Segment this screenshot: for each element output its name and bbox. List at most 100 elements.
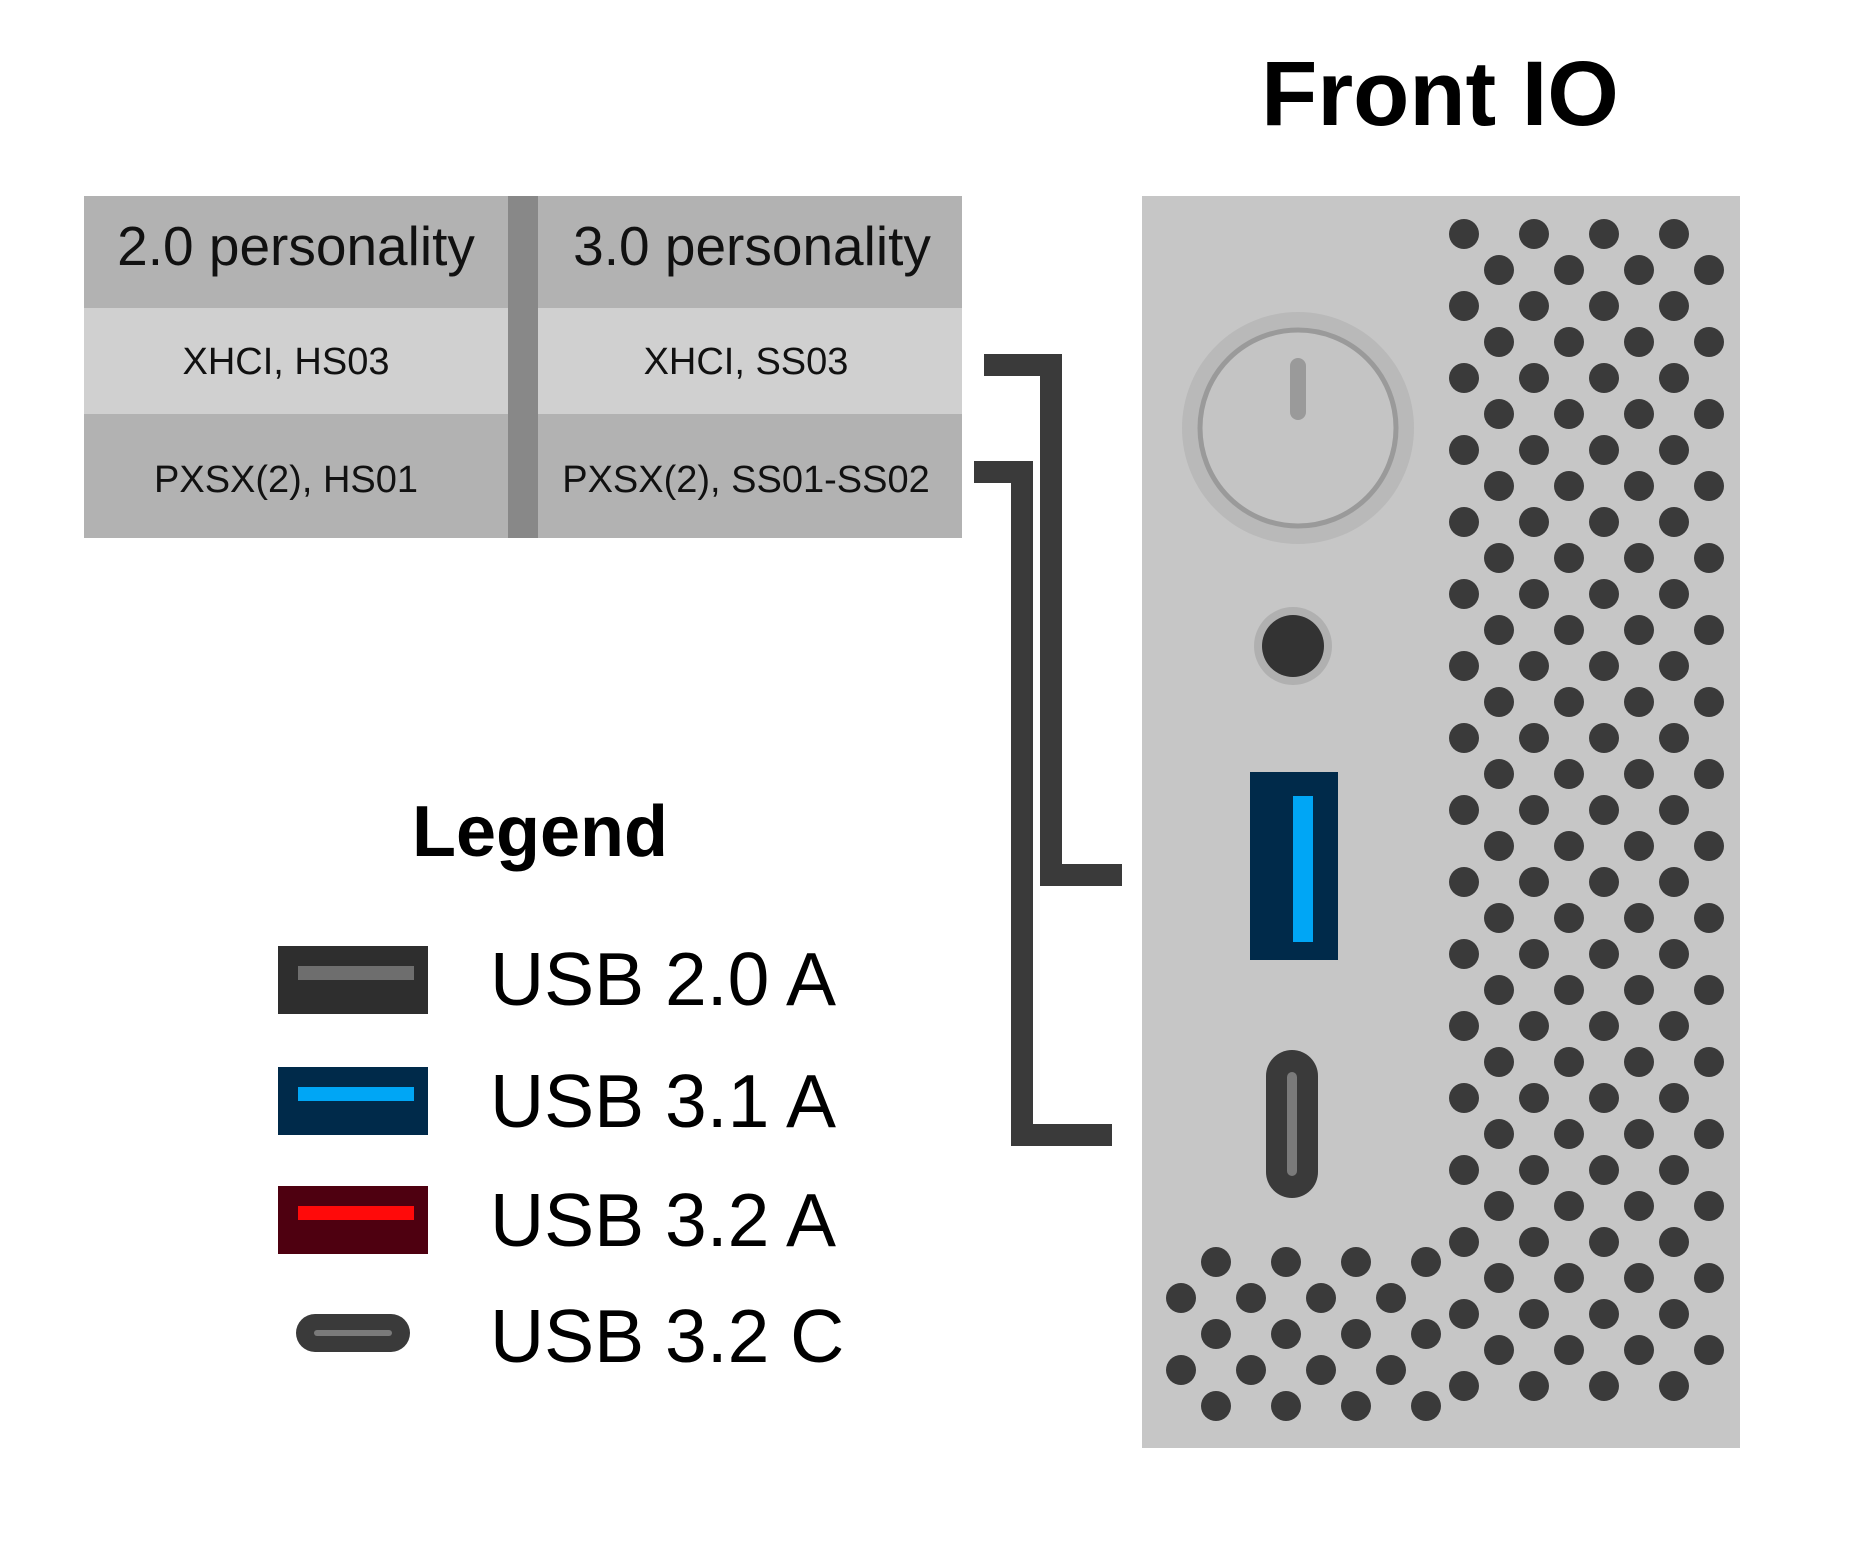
grille-hole [1554, 1191, 1584, 1221]
grille-hole [1484, 1335, 1514, 1365]
audio-jack[interactable] [1254, 607, 1332, 685]
grille-hole [1694, 615, 1724, 645]
grille-hole [1624, 1191, 1654, 1221]
grille-hole [1624, 975, 1654, 1005]
grille-hole [1624, 831, 1654, 861]
grille-hole [1694, 687, 1724, 717]
grille-hole [1659, 291, 1689, 321]
table-cell-xhci-ss03: XHCI, SS03 [644, 341, 849, 383]
grille-hole [1449, 1155, 1479, 1185]
grille-hole [1519, 939, 1549, 969]
grille-hole [1519, 1011, 1549, 1041]
grille-hole [1659, 867, 1689, 897]
grille-hole [1624, 615, 1654, 645]
grille-hole [1484, 327, 1514, 357]
grille-hole [1519, 651, 1549, 681]
power-button[interactable] [1182, 312, 1414, 544]
grille-hole [1341, 1319, 1371, 1349]
grille-hole [1519, 363, 1549, 393]
grille-hole [1519, 1299, 1549, 1329]
table-cell-pxsx-hs01: PXSX(2), HS01 [154, 459, 418, 501]
usb-3-2-c-icon-tongue [314, 1330, 392, 1336]
grille-hole [1694, 1263, 1724, 1293]
grille-hole [1659, 1371, 1689, 1401]
grille-hole [1449, 1083, 1479, 1113]
grille-hole [1271, 1247, 1301, 1277]
legend: Legend USB 2.0 A USB 3.1 A USB 3.2 A [278, 792, 844, 1378]
grille-hole [1484, 471, 1514, 501]
usb-3-1-a-icon [278, 1067, 428, 1135]
grille-hole [1589, 435, 1619, 465]
connector-row-2-to-usb-3-2-c [974, 461, 1112, 1146]
grille-hole [1341, 1247, 1371, 1277]
grille-hole [1659, 1227, 1689, 1257]
usb-2-0-a-icon [278, 946, 428, 1014]
table-cell-xhci-hs03: XHCI, HS03 [183, 341, 390, 383]
grille-hole [1484, 1263, 1514, 1293]
grille-hole [1519, 435, 1549, 465]
grille-hole [1624, 471, 1654, 501]
usb-3-2-c-port[interactable] [1266, 1050, 1318, 1198]
front-io-panel [1142, 196, 1740, 1448]
grille-hole [1519, 219, 1549, 249]
grille-hole [1519, 291, 1549, 321]
grille-hole [1624, 1119, 1654, 1149]
grille-hole [1201, 1247, 1231, 1277]
grille-hole [1659, 795, 1689, 825]
grille-hole [1624, 1335, 1654, 1365]
usb-3-2-a-icon [278, 1186, 428, 1254]
power-button-face [1197, 327, 1399, 529]
grille-hole [1519, 723, 1549, 753]
grille-hole [1236, 1283, 1266, 1313]
grille-hole [1694, 255, 1724, 285]
port-mapping-table: 2.0 personality 3.0 personality XHCI, HS… [84, 196, 962, 538]
legend-item-usb-3-2-c: USB 3.2 C [296, 1294, 844, 1378]
grille-hole [1589, 363, 1619, 393]
grille-hole [1659, 579, 1689, 609]
grille-hole [1484, 759, 1514, 789]
grille-hole [1554, 327, 1584, 357]
grille-hole [1449, 939, 1479, 969]
grille-hole [1411, 1391, 1441, 1421]
grille-hole [1694, 1335, 1724, 1365]
grille-hole [1554, 399, 1584, 429]
grille-hole [1484, 1191, 1514, 1221]
grille-hole [1166, 1283, 1196, 1313]
grille-hole [1694, 399, 1724, 429]
grille-hole [1659, 723, 1689, 753]
grille-hole [1624, 1047, 1654, 1077]
grille-hole [1589, 1299, 1619, 1329]
grille-hole [1659, 1011, 1689, 1041]
usb-3-2-a-icon-tongue [298, 1206, 414, 1220]
legend-label-usb-3-2-c: USB 3.2 C [490, 1294, 844, 1378]
grille-hole [1484, 543, 1514, 573]
grille-hole [1659, 435, 1689, 465]
grille-hole [1519, 1371, 1549, 1401]
grille-hole [1554, 1119, 1584, 1149]
usb-3-1-a-port-tongue [1293, 796, 1313, 942]
grille-hole [1554, 1263, 1584, 1293]
grille-hole [1659, 939, 1689, 969]
grille-hole [1589, 219, 1619, 249]
grille-hole [1376, 1355, 1406, 1385]
grille-hole [1554, 1335, 1584, 1365]
ventilation-grille [1166, 219, 1724, 1421]
table-header-3-0-personality: 3.0 personality [573, 215, 931, 277]
grille-hole [1519, 507, 1549, 537]
grille-hole [1624, 543, 1654, 573]
audio-jack-hole [1262, 615, 1324, 677]
grille-hole [1201, 1391, 1231, 1421]
grille-hole [1201, 1319, 1231, 1349]
usb-3-1-a-port[interactable] [1250, 772, 1338, 960]
grille-hole [1376, 1283, 1406, 1313]
grille-hole [1659, 363, 1689, 393]
table-column-divider [508, 196, 538, 538]
table-cell-pxsx-ss01-ss02: PXSX(2), SS01-SS02 [562, 459, 930, 501]
grille-hole [1484, 1119, 1514, 1149]
grille-hole [1554, 615, 1584, 645]
grille-hole [1449, 795, 1479, 825]
grille-hole [1589, 651, 1619, 681]
grille-hole [1449, 579, 1479, 609]
grille-hole [1306, 1355, 1336, 1385]
grille-hole [1449, 507, 1479, 537]
